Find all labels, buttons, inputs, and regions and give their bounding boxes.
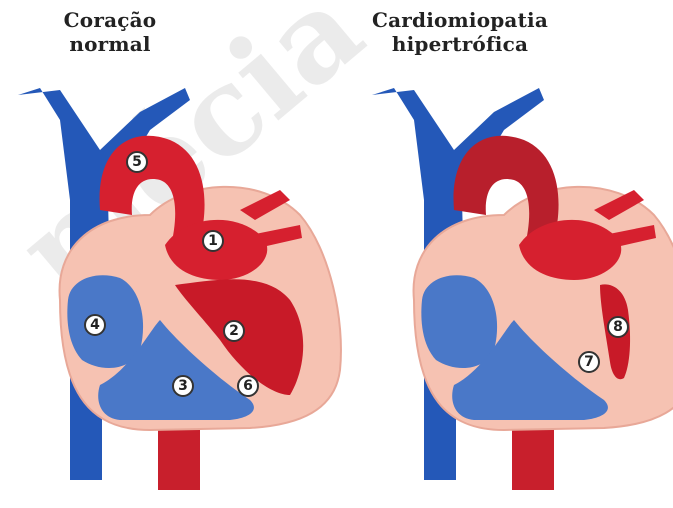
svg-text:1: 1: [208, 233, 218, 249]
svg-text:2: 2: [229, 323, 239, 339]
marker-7: 7: [579, 352, 599, 372]
marker-3: 3: [173, 376, 193, 396]
marker-1: 1: [203, 231, 223, 251]
hypertrophic-heart: 7 8: [372, 88, 673, 490]
svg-text:3: 3: [178, 378, 188, 394]
svg-text:4: 4: [90, 317, 100, 333]
svg-text:8: 8: [613, 319, 623, 335]
marker-4: 4: [85, 315, 105, 335]
svg-text:7: 7: [584, 354, 594, 370]
marker-6: 6: [238, 376, 258, 396]
marker-8: 8: [608, 317, 628, 337]
hyper-right-atrium: [421, 275, 497, 368]
normal-heart: 1 2 3 4 5 6: [18, 88, 341, 490]
marker-2: 2: [224, 321, 244, 341]
svg-text:5: 5: [132, 154, 142, 170]
svg-text:6: 6: [243, 378, 253, 394]
marker-5: 5: [127, 152, 147, 172]
